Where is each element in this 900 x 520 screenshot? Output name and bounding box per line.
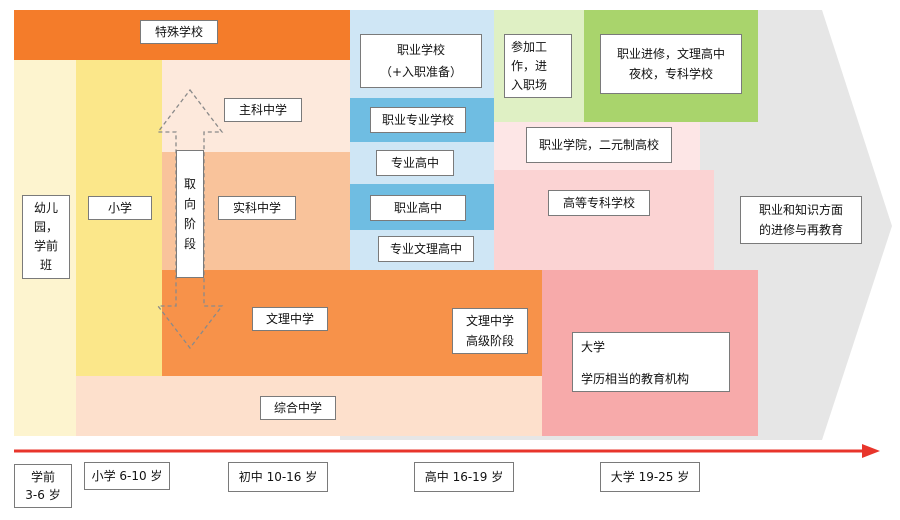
- label-specialty-liberal-high: 专业文理高中: [378, 236, 474, 262]
- label-university: 大学 学历相当的教育机构: [572, 332, 730, 392]
- double-arrow-icon: [156, 88, 224, 350]
- label-specialty-high: 专业高中: [376, 150, 454, 176]
- label-join-work: 参加工 作，进 入职场: [504, 34, 572, 98]
- stage-junior: 初中 10-16 岁: [228, 462, 328, 492]
- label-voc-specialty-school: 职业专业学校: [370, 107, 466, 133]
- label-kindergarten: 幼儿 园， 学前 班: [22, 195, 70, 279]
- label-orientation: 取 向 阶 段: [176, 150, 204, 278]
- label-special-school: 特殊学校: [140, 20, 218, 44]
- stage-university: 大学 19-25 岁: [600, 462, 700, 492]
- age-axis-arrow: [14, 444, 880, 458]
- label-voc-college-dual: 职业学院，二元制高校: [526, 127, 672, 163]
- stage-senior: 高中 16-19 岁: [414, 462, 514, 492]
- stage-primary: 小学 6-10 岁: [84, 462, 170, 490]
- label-voc-high: 职业高中: [370, 195, 466, 221]
- label-vocational-school: 职业学校 （+入职准备）: [360, 34, 482, 88]
- label-voc-advance: 职业进修，文理高中 夜校，专科学校: [600, 34, 742, 94]
- region-higher-specialty: [494, 170, 714, 270]
- label-practical-school: 实科中学: [218, 196, 296, 220]
- label-liberal-upper: 文理中学 高级阶段: [452, 308, 528, 354]
- label-primary: 小学: [88, 196, 152, 220]
- label-higher-specialty: 高等专科学校: [548, 190, 650, 216]
- label-liberal-school: 文理中学: [252, 307, 328, 331]
- stage-preschool: 学前 3-6 岁: [14, 464, 72, 508]
- label-comprehensive: 综合中学: [260, 396, 336, 420]
- label-lifelong: 职业和知识方面 的进修与再教育: [740, 196, 862, 244]
- label-main-school: 主科中学: [224, 98, 302, 122]
